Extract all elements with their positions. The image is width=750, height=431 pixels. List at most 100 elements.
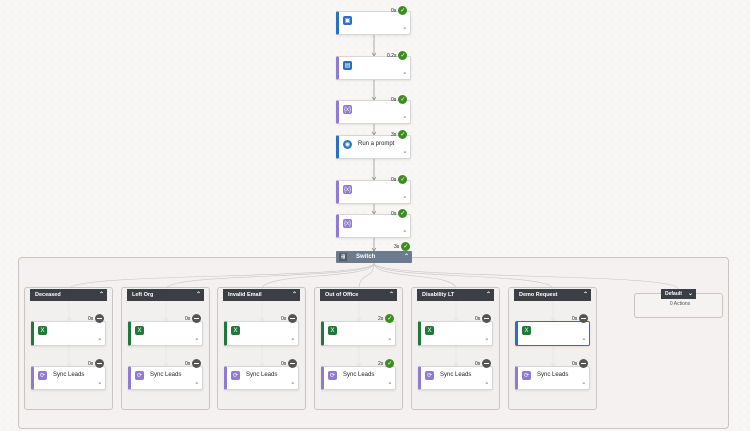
sync-leads-card[interactable]: ⟳ Sync Leads ⚭ xyxy=(224,366,299,390)
case-header[interactable]: Deceased⌃ xyxy=(30,289,107,301)
link-icon[interactable]: ⚭ xyxy=(581,337,586,343)
case-header[interactable]: Invalid Email ⌃ xyxy=(223,289,300,301)
excel-action-card[interactable]: X⚭ xyxy=(31,321,106,346)
action-duration: 0s xyxy=(572,360,578,367)
case-header[interactable]: Disability LT⌃ xyxy=(417,289,494,301)
case-container xyxy=(121,287,210,410)
link-icon[interactable]: ⚭ xyxy=(290,381,295,387)
case-header[interactable]: Left Org⌃ xyxy=(127,289,204,301)
link-icon[interactable]: ⚭ xyxy=(484,381,489,387)
chevron-up-icon[interactable]: ⌃ xyxy=(195,292,201,298)
action-status: 2s✓ xyxy=(378,359,395,368)
flow-step-card[interactable]: {x}⚭ xyxy=(336,180,411,204)
switch-label: Switch xyxy=(356,254,376,260)
success-check-icon: ✓ xyxy=(398,175,408,184)
chevron-down-icon[interactable]: ⌄ xyxy=(687,291,693,297)
link-icon[interactable]: ⚭ xyxy=(194,381,199,387)
flow-step-title: Run a prompt xyxy=(358,141,395,147)
flow-step-card[interactable]: {x} ⚭ xyxy=(336,214,411,238)
flow-step-card[interactable]: {x} ⚭ xyxy=(336,100,411,124)
sync-icon: ⟳ xyxy=(328,371,337,380)
link-icon[interactable]: ⚭ xyxy=(194,337,199,343)
flow-step-duration: 3s xyxy=(391,131,397,138)
flow-step-card[interactable]: ◉ Run a prompt ⚭ xyxy=(336,135,411,159)
sync-leads-label: Sync Leads xyxy=(246,372,278,378)
chevron-up-icon[interactable]: ⌃ xyxy=(582,292,588,298)
link-icon[interactable]: ⚭ xyxy=(402,229,407,235)
case-container xyxy=(508,287,597,410)
link-icon[interactable]: ⚭ xyxy=(290,337,295,343)
case-container xyxy=(411,287,500,410)
sync-leads-card[interactable]: ⟳Sync Leads⚭ xyxy=(515,366,590,390)
sync-leads-label: Sync Leads xyxy=(343,372,375,378)
success-check-icon: ✓ xyxy=(398,51,408,60)
sync-leads-card[interactable]: ⟳Sync Leads⚭ xyxy=(418,366,493,390)
variable-icon: {x} xyxy=(343,105,352,114)
skipped-icon xyxy=(579,314,589,323)
chevron-up-icon[interactable]: ⌃ xyxy=(388,292,394,298)
chevron-up-icon[interactable]: ⌃ xyxy=(485,292,491,298)
excel-icon: X xyxy=(425,326,434,335)
skipped-icon xyxy=(579,359,589,368)
default-case-header[interactable]: Default ⌄ xyxy=(661,289,696,299)
sync-icon: ⟳ xyxy=(135,371,144,380)
link-icon[interactable]: ⚭ xyxy=(402,71,407,77)
excel-icon: X xyxy=(522,326,531,335)
success-check-icon: ✓ xyxy=(398,6,408,15)
sync-icon: ⟳ xyxy=(38,371,47,380)
action-status: 0s xyxy=(88,314,105,323)
case-header[interactable]: Demo Request⌃ xyxy=(514,289,591,301)
outlook-icon: ▣ xyxy=(343,16,352,25)
flow-step-card[interactable]: ▤⚭ xyxy=(336,56,411,80)
switch-action-header[interactable]: ⇶ Switch ⌃ xyxy=(336,251,412,263)
skipped-icon xyxy=(95,314,105,323)
action-status: 0s xyxy=(281,359,298,368)
action-status: 0s xyxy=(572,314,589,323)
switch-status: 3s ✓ xyxy=(394,242,411,251)
link-icon[interactable]: ⚭ xyxy=(97,381,102,387)
case-header[interactable]: Out of Office⌃ xyxy=(320,289,397,301)
sync-leads-card[interactable]: ⟳ Sync Leads ⚭ xyxy=(321,366,396,390)
link-icon[interactable]: ⚭ xyxy=(387,337,392,343)
action-duration: 0s xyxy=(88,315,94,322)
case-label: Invalid Email xyxy=(228,292,262,298)
ai-builder-icon: ◉ xyxy=(343,140,352,149)
action-status: 0s xyxy=(475,314,492,323)
excel-action-card[interactable]: X⚭ xyxy=(224,321,299,346)
link-icon[interactable]: ⚭ xyxy=(402,150,407,156)
chevron-up-icon[interactable]: ⌃ xyxy=(291,292,297,298)
skipped-icon xyxy=(192,359,202,368)
skipped-icon xyxy=(482,359,492,368)
excel-action-card[interactable]: X⚭ xyxy=(128,321,203,346)
link-icon[interactable]: ⚭ xyxy=(387,381,392,387)
chevron-up-icon[interactable]: ⌃ xyxy=(403,254,409,260)
excel-action-card[interactable]: X⚭ xyxy=(418,321,493,346)
link-icon[interactable]: ⚭ xyxy=(484,337,489,343)
flow-step-status: 0s✓ xyxy=(391,6,408,15)
flow-step-status: 0.2s✓ xyxy=(387,51,408,60)
link-icon[interactable]: ⚭ xyxy=(402,115,407,121)
success-check-icon: ✓ xyxy=(398,209,408,218)
link-icon[interactable]: ⚭ xyxy=(581,381,586,387)
flow-step-duration: 0.2s xyxy=(387,52,397,59)
sync-icon: ⟳ xyxy=(522,371,531,380)
switch-duration: 3s xyxy=(394,243,400,250)
flow-step-card[interactable]: ▣⚭ xyxy=(336,11,411,35)
excel-action-card[interactable]: X⚭ xyxy=(515,321,590,346)
chevron-up-icon[interactable]: ⌃ xyxy=(98,292,104,298)
sync-leads-card[interactable]: ⟳Sync Leads⚭ xyxy=(31,366,106,390)
success-check-icon: ✓ xyxy=(385,314,395,323)
link-icon[interactable]: ⚭ xyxy=(402,26,407,32)
excel-action-card[interactable]: X⚭ xyxy=(321,321,396,346)
success-check-icon: ✓ xyxy=(401,242,411,251)
link-icon[interactable]: ⚭ xyxy=(97,337,102,343)
action-status: 0s xyxy=(185,314,202,323)
sync-icon: ⟳ xyxy=(231,371,240,380)
action-duration: 0s xyxy=(281,360,287,367)
link-icon[interactable]: ⚭ xyxy=(402,195,407,201)
calendar-icon: ▤ xyxy=(343,61,352,70)
skipped-icon xyxy=(192,314,202,323)
sync-leads-card[interactable]: ⟳Sync Leads⚭ xyxy=(128,366,203,390)
skipped-icon xyxy=(482,314,492,323)
variable-icon: {x} xyxy=(343,219,352,228)
